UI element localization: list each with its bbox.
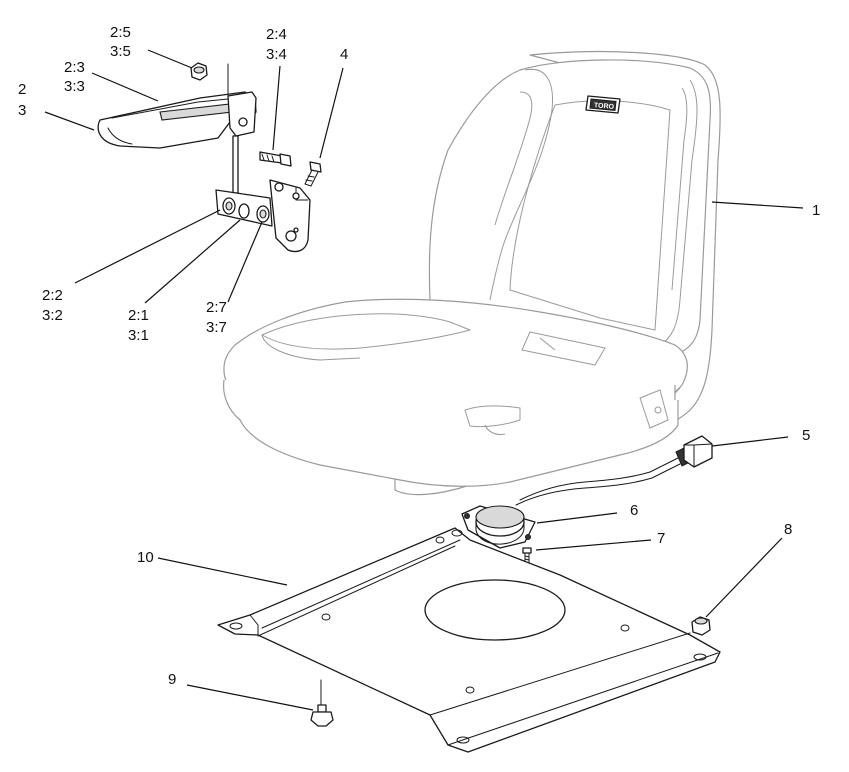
armrest-assembly: [97, 62, 322, 253]
callout-2-2-line1: 2:2: [42, 287, 63, 304]
callout-2-4-line2: 3:4: [266, 46, 287, 63]
callout-2-line1: 2: [18, 81, 26, 98]
carriage-bolt: [310, 679, 334, 727]
toro-logo: TORO: [585, 95, 621, 114]
callout-5: 5: [802, 427, 810, 444]
callout-2-1-line1: 2:1: [128, 307, 149, 324]
callout-2-7-line2: 3:7: [206, 319, 227, 336]
seat-assembly: TORO: [223, 51, 721, 496]
callout-2-line2: 3: [18, 102, 26, 119]
toro-logo-text: TORO: [594, 102, 615, 111]
flange-nut: [691, 616, 711, 636]
callout-9: 9: [168, 671, 176, 688]
callout-2-3-line2: 3:3: [64, 78, 85, 95]
mounting-screw: [304, 161, 322, 187]
pivot-bushing: [222, 197, 250, 219]
pivot-washer: [256, 205, 270, 223]
seat-switch-harness: [515, 435, 713, 506]
callout-2-1-line2: 3:1: [128, 327, 149, 344]
armrest-bolt: [259, 151, 292, 167]
callout-labels: 1 2 3 2:3 3:3 2:5 3:5 2:4 3:4 4 2:2 3:2 …: [18, 24, 820, 688]
callout-2-2-line2: 3:2: [42, 307, 63, 324]
seat-switch: [461, 505, 536, 549]
callout-2-5-line2: 3:5: [110, 43, 131, 60]
callout-10: 10: [137, 549, 154, 566]
callout-4: 4: [340, 46, 348, 63]
callout-7: 7: [657, 530, 665, 547]
callout-2-3-line1: 2:3: [64, 59, 85, 76]
callout-2-7-line1: 2:7: [206, 299, 227, 316]
leader-lines: [44, 49, 804, 711]
callout-6: 6: [630, 502, 638, 519]
callout-1: 1: [812, 202, 820, 219]
callout-2-5-line1: 2:5: [110, 24, 131, 41]
seat-mount-plate: [217, 527, 721, 753]
callout-2-4-line1: 2:4: [266, 26, 287, 43]
callout-8: 8: [784, 521, 792, 538]
armrest-nut: [190, 62, 208, 81]
